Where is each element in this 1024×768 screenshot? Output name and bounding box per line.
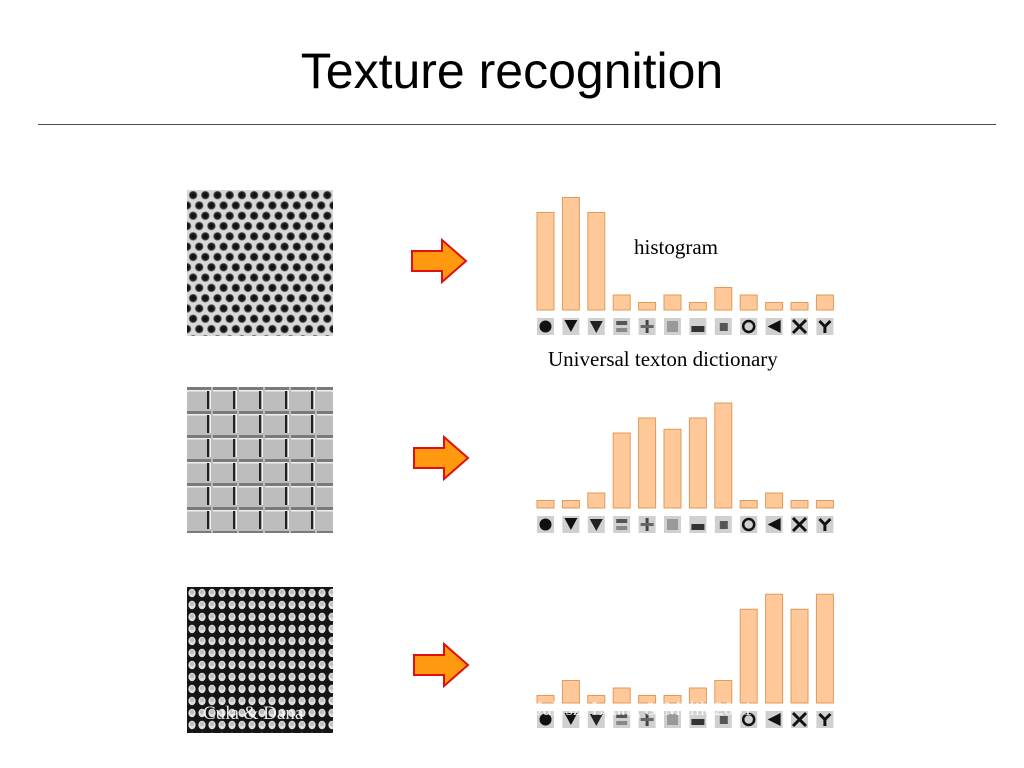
title-divider xyxy=(38,124,996,125)
histogram-label: histogram xyxy=(634,235,718,259)
histogram-bar xyxy=(638,695,657,704)
texton-thumbnail-icon xyxy=(740,516,758,533)
texton-thumbnail-icon xyxy=(562,318,580,335)
histogram-bar xyxy=(688,687,707,704)
credit-right: Julesz; Leung & Malik 2001 xyxy=(535,699,753,720)
texton-thumbnail-icon xyxy=(664,318,681,335)
texton-thumbnail-icon xyxy=(638,318,656,335)
texton-thumbnail-icon xyxy=(638,516,656,533)
texture-bricks-image xyxy=(187,387,333,533)
histogram-bar xyxy=(587,695,606,704)
histogram-chart-3 xyxy=(536,593,834,728)
histogram-bar xyxy=(739,500,758,509)
histogram-bar xyxy=(612,432,631,509)
texton-thumbnail-icon xyxy=(740,711,758,728)
texton-thumbnail-icon xyxy=(791,516,808,533)
histogram-bar xyxy=(688,302,707,311)
texton-thumbnail-icon xyxy=(613,711,631,728)
histogram-bar xyxy=(638,302,657,311)
histogram-bar xyxy=(638,417,657,509)
histogram-bar xyxy=(536,500,555,509)
texton-thumbnail-icon xyxy=(714,711,732,728)
credit-left: Cula & Dana xyxy=(203,703,304,724)
histogram-bar xyxy=(612,687,631,704)
texton-thumbnail-icon xyxy=(562,516,580,533)
texture-scales-image: Cula & Dana xyxy=(187,587,333,733)
texton-thumbnail-icon xyxy=(765,318,783,335)
histogram-bar xyxy=(561,500,580,509)
texton-thumbnail-icon xyxy=(537,711,554,728)
histogram-chart-1 xyxy=(536,197,834,335)
texton-thumbnail-icon xyxy=(765,711,783,728)
histogram-bar xyxy=(663,294,682,311)
texture-dots-image xyxy=(187,190,333,336)
histogram-bar xyxy=(815,593,834,704)
arrow-right-icon xyxy=(413,435,470,481)
texton-thumbnail-icon xyxy=(689,516,707,533)
histogram-bar xyxy=(815,294,834,311)
texton-thumbnail-icon xyxy=(613,318,631,335)
histogram-bar xyxy=(663,428,682,509)
histogram-bar xyxy=(688,417,707,509)
texton-thumbnail-icon xyxy=(816,711,834,728)
histogram-bar xyxy=(765,492,784,509)
texton-thumbnail-icon xyxy=(638,711,656,728)
texton-thumbnail-icon xyxy=(587,318,605,335)
histogram-bar xyxy=(612,294,631,311)
texton-thumbnail-icon xyxy=(791,318,808,335)
histogram-bar xyxy=(561,680,580,704)
histogram-chart-2 xyxy=(536,402,834,533)
arrow-right-icon xyxy=(413,642,470,688)
texton-thumbnail-icon xyxy=(664,711,681,728)
dictionary-label: Universal texton dictionary xyxy=(548,347,778,371)
texton-thumbnail-icon xyxy=(587,711,605,728)
texton-thumbnail-icon xyxy=(791,711,808,728)
histogram-bar xyxy=(765,302,784,311)
slide-title: Texture recognition xyxy=(300,43,724,99)
histogram-bar xyxy=(739,294,758,311)
histogram-bar xyxy=(714,287,733,311)
histogram-bar xyxy=(587,212,606,311)
histogram-bar xyxy=(561,197,580,311)
histogram-bar xyxy=(714,402,733,509)
texton-thumbnail-icon xyxy=(537,516,554,533)
histogram-bar xyxy=(765,593,784,704)
texton-thumbnail-icon xyxy=(714,516,732,533)
texton-thumbnail-icon xyxy=(537,318,554,335)
histogram-bar xyxy=(536,212,555,311)
texton-thumbnail-icon xyxy=(816,516,834,533)
texton-thumbnail-icon xyxy=(562,711,580,728)
texton-thumbnail-icon xyxy=(664,516,681,533)
texton-thumbnail-icon xyxy=(689,711,707,728)
histogram-bar xyxy=(790,608,809,704)
histogram-bar xyxy=(536,695,555,704)
histogram-bar xyxy=(815,500,834,509)
texton-thumbnail-icon xyxy=(816,318,834,335)
histogram-bar xyxy=(790,500,809,509)
histogram-bar xyxy=(587,492,606,509)
histogram-bar xyxy=(739,608,758,704)
texton-thumbnail-icon xyxy=(714,318,732,335)
histogram-bar xyxy=(790,302,809,311)
histogram-bar xyxy=(714,680,733,704)
texton-thumbnail-icon xyxy=(587,516,605,533)
texton-thumbnail-icon xyxy=(689,318,707,335)
histogram-bar xyxy=(663,695,682,704)
arrow-right-icon xyxy=(411,238,468,284)
texton-thumbnail-icon xyxy=(740,318,758,335)
texton-thumbnail-icon xyxy=(613,516,631,533)
texton-thumbnail-icon xyxy=(765,516,783,533)
